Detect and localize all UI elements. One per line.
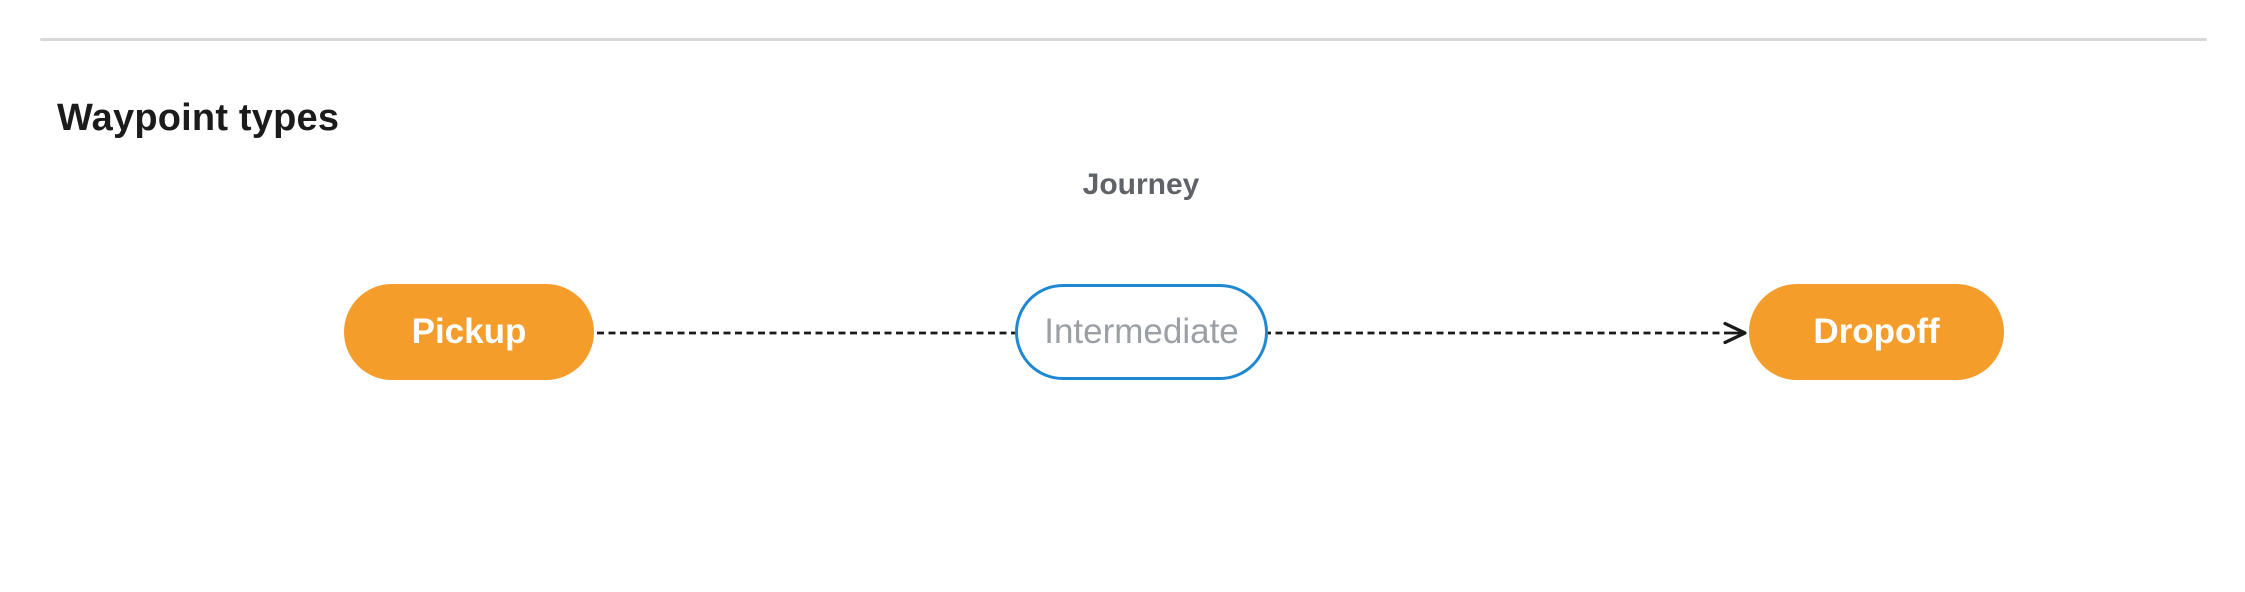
- section-heading: Waypoint types: [57, 96, 340, 139]
- section-divider-top: [40, 38, 2207, 41]
- pickup-node-label: Pickup: [411, 312, 527, 351]
- waypoint-node-dropoff: Dropoff: [1749, 284, 2004, 380]
- journey-label: Journey: [1082, 168, 1200, 201]
- intermediate-node-label: Intermediate: [1044, 312, 1239, 351]
- waypoint-node-pickup: Pickup: [344, 284, 594, 380]
- arrowhead-icon: [1723, 321, 1747, 345]
- waypoint-node-intermediate: Intermediate: [1015, 284, 1268, 380]
- dropoff-node-label: Dropoff: [1813, 312, 1940, 351]
